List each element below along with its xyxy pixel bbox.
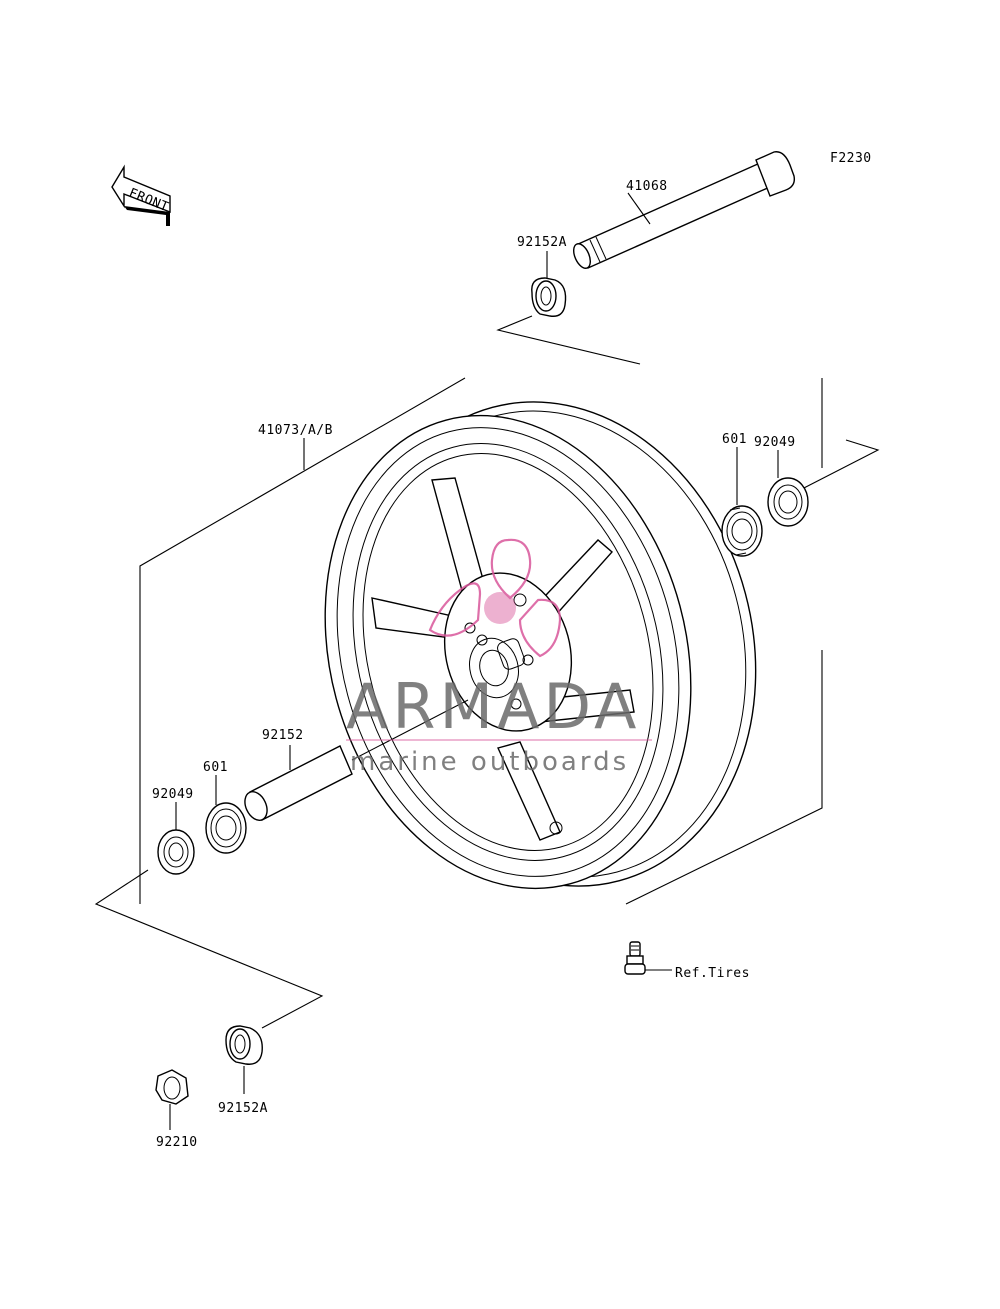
label-seal-right: 92049 [754,435,796,450]
bracket-right-bottom [625,650,823,905]
propeller-logo-icon [428,538,562,658]
bearing-right [721,505,763,557]
seal-right [767,477,809,527]
label-collar-bottom: 92152A [218,1101,268,1116]
watermark-logo: ARMADA marine outboards [346,538,652,777]
label-axle: 41068 [626,179,668,194]
centerline-top [496,315,641,365]
nut [155,1069,189,1105]
label-wheel: 41073/A/B [258,423,333,438]
label-seal-left: 92049 [152,787,194,802]
front-arrow-icon: FRONT [111,164,171,226]
label-nut: 92210 [156,1135,198,1150]
spacer [244,745,353,821]
label-collar-top: 92152A [517,235,567,250]
label-spacer: 92152 [262,728,304,743]
collar-bottom [225,1025,263,1065]
seal-left [157,829,195,875]
label-bearing-right: 601 [722,432,747,447]
collar-top [531,277,567,317]
wheel [324,401,757,890]
centerline-right [799,439,880,491]
label-bearing-left: 601 [203,760,228,775]
bracket-left [139,377,466,904]
valve-icon [624,941,646,975]
leader-axle [627,192,651,225]
watermark-tagline: marine outboards [350,747,629,777]
axle [573,151,796,269]
centerline-spacer [351,699,469,761]
centerline-bottom [94,869,324,1029]
figure-code: F2230 [830,151,872,166]
watermark-brand: ARMADA [346,670,640,743]
label-valve-ref: Ref.Tires [675,966,750,981]
bearing-left [205,802,247,854]
